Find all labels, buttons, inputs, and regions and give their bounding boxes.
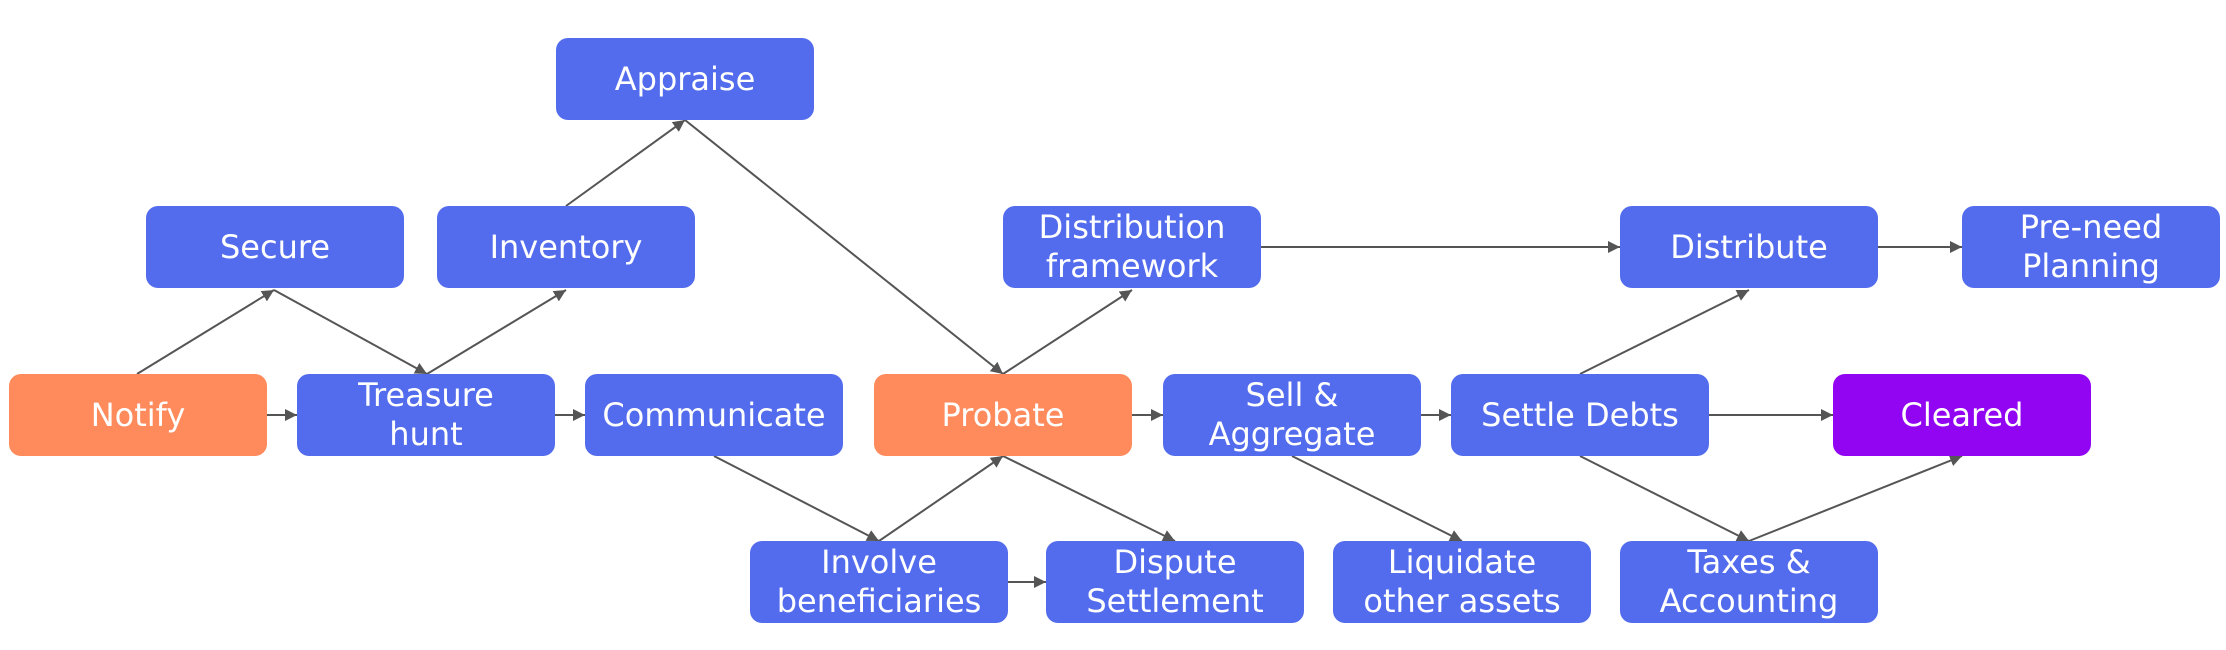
node-involve-beneficiaries: Involve beneficiaries <box>750 541 1008 623</box>
arrow-inventory-to-appraise <box>565 119 686 207</box>
node-secure: Secure <box>146 206 404 288</box>
node-secure-label: Secure <box>219 227 330 266</box>
node-distribute: Distribute <box>1620 206 1878 288</box>
arrow-taxes-to-cleared <box>1748 454 1963 542</box>
node-cleared-label: Cleared <box>1900 395 2024 434</box>
node-pre-need-planning-label: Pre-need Planning <box>2019 208 2163 285</box>
node-communicate-label: Communicate <box>602 395 826 434</box>
arrow-notify-to-secure <box>136 289 275 375</box>
arrow-communicate-to-involve <box>713 455 880 542</box>
arrow-sell-to-liquidate <box>1291 455 1463 542</box>
arrow-treasure-hunt-to-inventory <box>426 289 567 375</box>
node-taxes-accounting: Taxes & Accounting <box>1620 541 1878 623</box>
node-distribution-framework-label: Distribution framework <box>1038 208 1226 285</box>
node-settle-debts: Settle Debts <box>1451 374 1709 456</box>
node-notify-label: Notify <box>90 395 186 434</box>
node-settle-debts-label: Settle Debts <box>1481 395 1679 434</box>
node-taxes-accounting-label: Taxes & Accounting <box>1659 543 1839 620</box>
node-treasure-hunt: Treasure hunt <box>297 374 555 456</box>
node-communicate: Communicate <box>585 374 843 456</box>
node-involve-beneficiaries-label: Involve beneficiaries <box>776 543 982 620</box>
arrow-secure-to-treasure-hunt <box>273 289 428 375</box>
node-distribute-label: Distribute <box>1670 227 1828 266</box>
node-liquidate-other-assets: Liquidate other assets <box>1333 541 1591 623</box>
node-pre-need-planning: Pre-need Planning <box>1962 206 2220 288</box>
arrow-settle-to-taxes <box>1579 455 1750 542</box>
node-cleared: Cleared <box>1833 374 2091 456</box>
node-sell-aggregate-label: Sell & Aggregate <box>1208 376 1376 453</box>
node-treasure-hunt-label: Treasure hunt <box>358 376 494 453</box>
node-dispute-settlement-label: Dispute Settlement <box>1086 543 1264 620</box>
node-sell-aggregate: Sell & Aggregate <box>1163 374 1421 456</box>
arrow-involve-to-probate <box>878 455 1004 542</box>
node-appraise-label: Appraise <box>614 59 756 98</box>
node-inventory: Inventory <box>437 206 695 288</box>
arrow-probate-to-distribution-fw <box>1002 289 1133 375</box>
node-notify: Notify <box>9 374 267 456</box>
node-appraise: Appraise <box>556 38 814 120</box>
arrow-probate-to-dispute <box>1002 455 1176 542</box>
node-inventory-label: Inventory <box>489 227 643 266</box>
node-dispute-settlement: Dispute Settlement <box>1046 541 1304 623</box>
node-probate: Probate <box>874 374 1132 456</box>
arrow-settle-to-distribute <box>1579 289 1750 375</box>
node-distribution-framework: Distribution framework <box>1003 206 1261 288</box>
arrow-appraise-to-probate <box>684 119 1004 375</box>
node-liquidate-other-assets-label: Liquidate other assets <box>1363 543 1561 620</box>
node-probate-label: Probate <box>941 395 1065 434</box>
